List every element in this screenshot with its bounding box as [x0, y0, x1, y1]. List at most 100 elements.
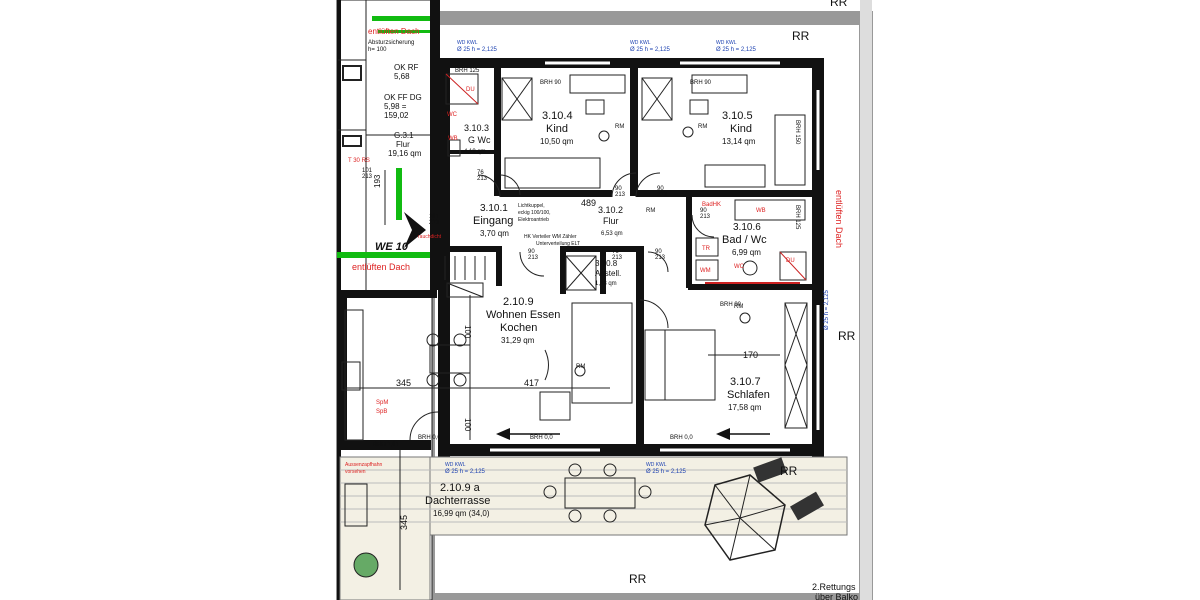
room-area: 4,19 qm	[464, 149, 486, 155]
door-size-label: 90 213	[655, 249, 666, 261]
brh-label: BRH 90	[720, 302, 742, 308]
room-number: 3.10.5	[722, 110, 753, 122]
room-name: Bad / Wc	[722, 234, 767, 246]
door-size-label: 76 213	[477, 170, 488, 182]
room-wohnen: 2.10.9 Wohnen Essen Kochen 31,29 qm	[486, 296, 560, 345]
dimension: 489	[581, 198, 596, 208]
brh-label: BRH 0,0	[418, 435, 441, 441]
room-bad: 3.10.6 Bad / Wc 6,99 qm	[722, 222, 767, 257]
spb-label: SpB	[376, 409, 387, 415]
svg-text:213: 213	[615, 192, 626, 198]
wb-label: WB	[756, 208, 766, 214]
rm-label: RM	[698, 124, 707, 130]
rauchdicht-label: rauchdicht	[418, 234, 442, 240]
room-area: 10,50 qm	[540, 137, 574, 146]
room-area: 6,53 qm	[601, 231, 623, 237]
door-size-label: 101 213	[362, 168, 373, 180]
dimension: 193	[373, 174, 382, 188]
door-size-label: 90 213	[615, 186, 626, 198]
kwl-value: Ø 25 h = 2,125	[824, 289, 830, 330]
dimension: 100	[463, 325, 472, 339]
svg-text:101: 101	[362, 168, 373, 174]
room-gwc: 3.10.3 G Wc 4,19 qm	[464, 123, 491, 155]
okff-value-2: 159,02	[384, 111, 409, 120]
wc-label: WC	[447, 112, 458, 118]
rr-label: RR	[838, 329, 856, 343]
svg-text:213: 213	[429, 220, 440, 226]
aussen-label-2: vorsehen	[345, 469, 366, 475]
wall-bottom	[445, 444, 821, 456]
svg-text:213: 213	[657, 192, 668, 198]
room-name: Flur	[603, 216, 619, 226]
door-size-label: 101 213	[429, 214, 440, 226]
svg-text:213: 213	[362, 174, 373, 180]
okff-label: OK FF DG	[384, 93, 422, 102]
room-area: 3,70 qm	[480, 229, 509, 238]
room-name: Flur	[396, 140, 410, 149]
svg-text:76: 76	[477, 170, 484, 176]
spm-label: SpM	[376, 400, 388, 406]
kwl-label: WD KWL	[630, 40, 651, 46]
du-label: DU	[466, 87, 475, 93]
room-name: G Wc	[468, 135, 491, 145]
door-size-label: 76 213	[612, 249, 623, 261]
okrf-label: OK RF	[394, 63, 419, 72]
room-name: Schlafen	[727, 389, 770, 401]
brh-label: BRH 90	[690, 80, 712, 86]
hk-label: HK Verteiler WM Zähler	[524, 234, 577, 240]
room-number: 3.10.7	[730, 376, 761, 388]
aussen-label: Aussenzapfhahn	[345, 462, 382, 468]
brh-label: BRH 150	[794, 120, 800, 145]
entlueften-label: entlüften Dach	[368, 27, 420, 36]
svg-text:90: 90	[528, 249, 535, 255]
uv-label: Unterverteilung ELT	[536, 241, 580, 247]
room-name: Kind	[546, 123, 568, 135]
kwl-value: Ø 25 h = 2,125	[457, 47, 498, 53]
wall-left	[438, 58, 450, 458]
brh-label: BRH 90	[540, 80, 562, 86]
room-kind-2: 3.10.5 Kind 13,14 qm	[722, 110, 756, 146]
rr-label: RR	[792, 29, 810, 43]
dimension: 417	[524, 378, 539, 388]
wb-label: WB	[448, 136, 458, 142]
svg-text:101: 101	[429, 214, 440, 220]
svg-text:213: 213	[655, 255, 666, 261]
wall-right	[812, 58, 824, 458]
entlueften-label: entlüften Dach	[834, 190, 844, 248]
rr-label: RR	[780, 464, 798, 478]
rettung-label-2: über Balko	[815, 592, 858, 600]
room-name: Abstell.	[595, 269, 621, 278]
room-flur-g: G.3.1 Flur 19,16 qm	[388, 131, 422, 158]
room-number: 3.10.1	[480, 203, 508, 214]
svg-text:90: 90	[657, 186, 664, 192]
we10-label: WE 10	[375, 241, 409, 253]
dimension: 345	[399, 515, 409, 530]
rm-label: RM	[734, 304, 743, 310]
room-area: 31,29 qm	[501, 336, 535, 345]
room-number: 3.10.8	[595, 259, 618, 268]
svg-text:90: 90	[615, 186, 622, 192]
svg-text:213: 213	[528, 255, 539, 261]
lichtkuppel-label: Lichtkuppel,	[518, 203, 545, 209]
svg-text:213: 213	[700, 214, 711, 220]
brh-label: BRH 0,0	[670, 435, 693, 441]
kwl-value: Ø 25 h = 2,125	[716, 47, 757, 53]
door-size-label: 90 213	[700, 208, 711, 220]
room-area: 1,68 qm	[595, 281, 617, 287]
okrf-value: 5,68	[394, 72, 410, 81]
rr-label: RR	[629, 572, 647, 586]
svg-text:90: 90	[655, 249, 662, 255]
wc-label: WC	[734, 264, 745, 270]
kwl-label: WD KWL	[646, 462, 667, 468]
svg-text:213: 213	[477, 176, 488, 182]
room-name: Kind	[730, 123, 752, 135]
wm-label: WM	[700, 268, 711, 274]
lichtkuppel-label-3: Elektroantrieb	[518, 217, 549, 223]
door-size-label: 90 213	[528, 249, 539, 261]
svg-text:90: 90	[700, 208, 707, 214]
rm-label: RM	[615, 124, 624, 130]
dimension: 100	[463, 418, 472, 432]
svg-text:213: 213	[612, 255, 623, 261]
room-name: Eingang	[473, 215, 513, 227]
room-name: Wohnen Essen	[486, 309, 560, 321]
